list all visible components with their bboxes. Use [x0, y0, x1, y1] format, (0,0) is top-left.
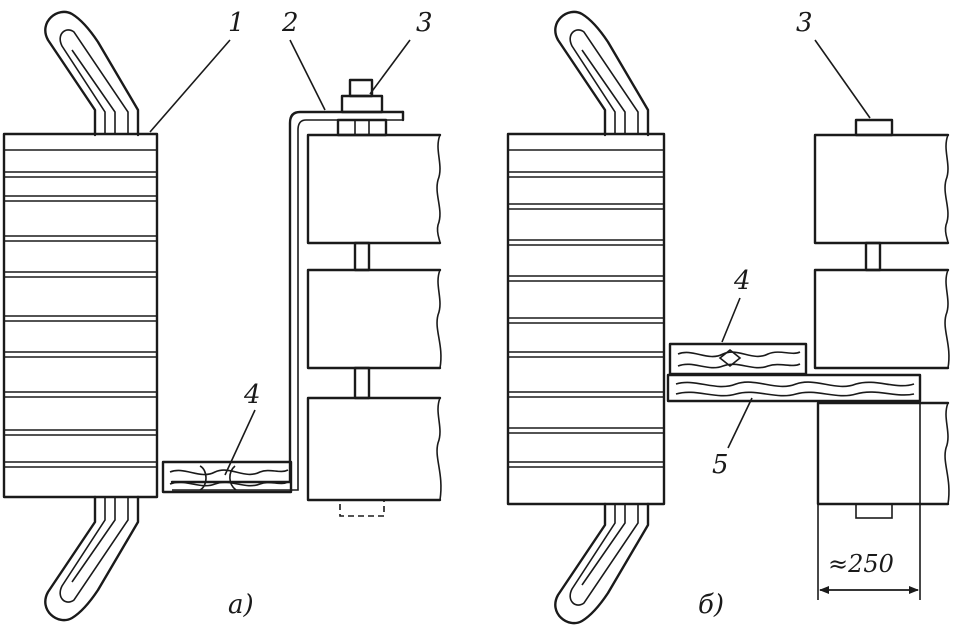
bent-bracket [170, 110, 405, 491]
dimension-label: ≈250 [828, 550, 894, 578]
insulator-column-b [813, 118, 950, 519]
leader-lines-a [149, 39, 411, 476]
caption-a: а) [228, 590, 254, 620]
dimension-line [817, 401, 921, 600]
callout-3: 3 [416, 8, 433, 38]
coil-block-b [506, 132, 666, 506]
callout-2: 2 [282, 8, 299, 38]
wooden-spacer-b [668, 342, 808, 376]
wooden-spacer-a [161, 460, 293, 494]
coil-lead-top-b [554, 10, 650, 137]
figure-b [506, 10, 950, 625]
callout-1: 1 [228, 8, 245, 38]
leader-lines-b [721, 39, 871, 449]
callout-4: 4 [244, 380, 261, 410]
coil-block-a [2, 132, 159, 499]
callout-3-b: 3 [796, 8, 813, 38]
wooden-plank [666, 373, 922, 403]
coil-lead-top-a [44, 10, 140, 137]
caption-b: б) [698, 590, 725, 620]
coil-lead-bottom-b [554, 502, 650, 625]
insulator-column-a [306, 78, 442, 517]
callout-5: 5 [712, 450, 729, 480]
coil-lead-bottom-a [44, 495, 140, 622]
figure-a [2, 10, 442, 622]
callout-4-b: 4 [734, 266, 751, 296]
